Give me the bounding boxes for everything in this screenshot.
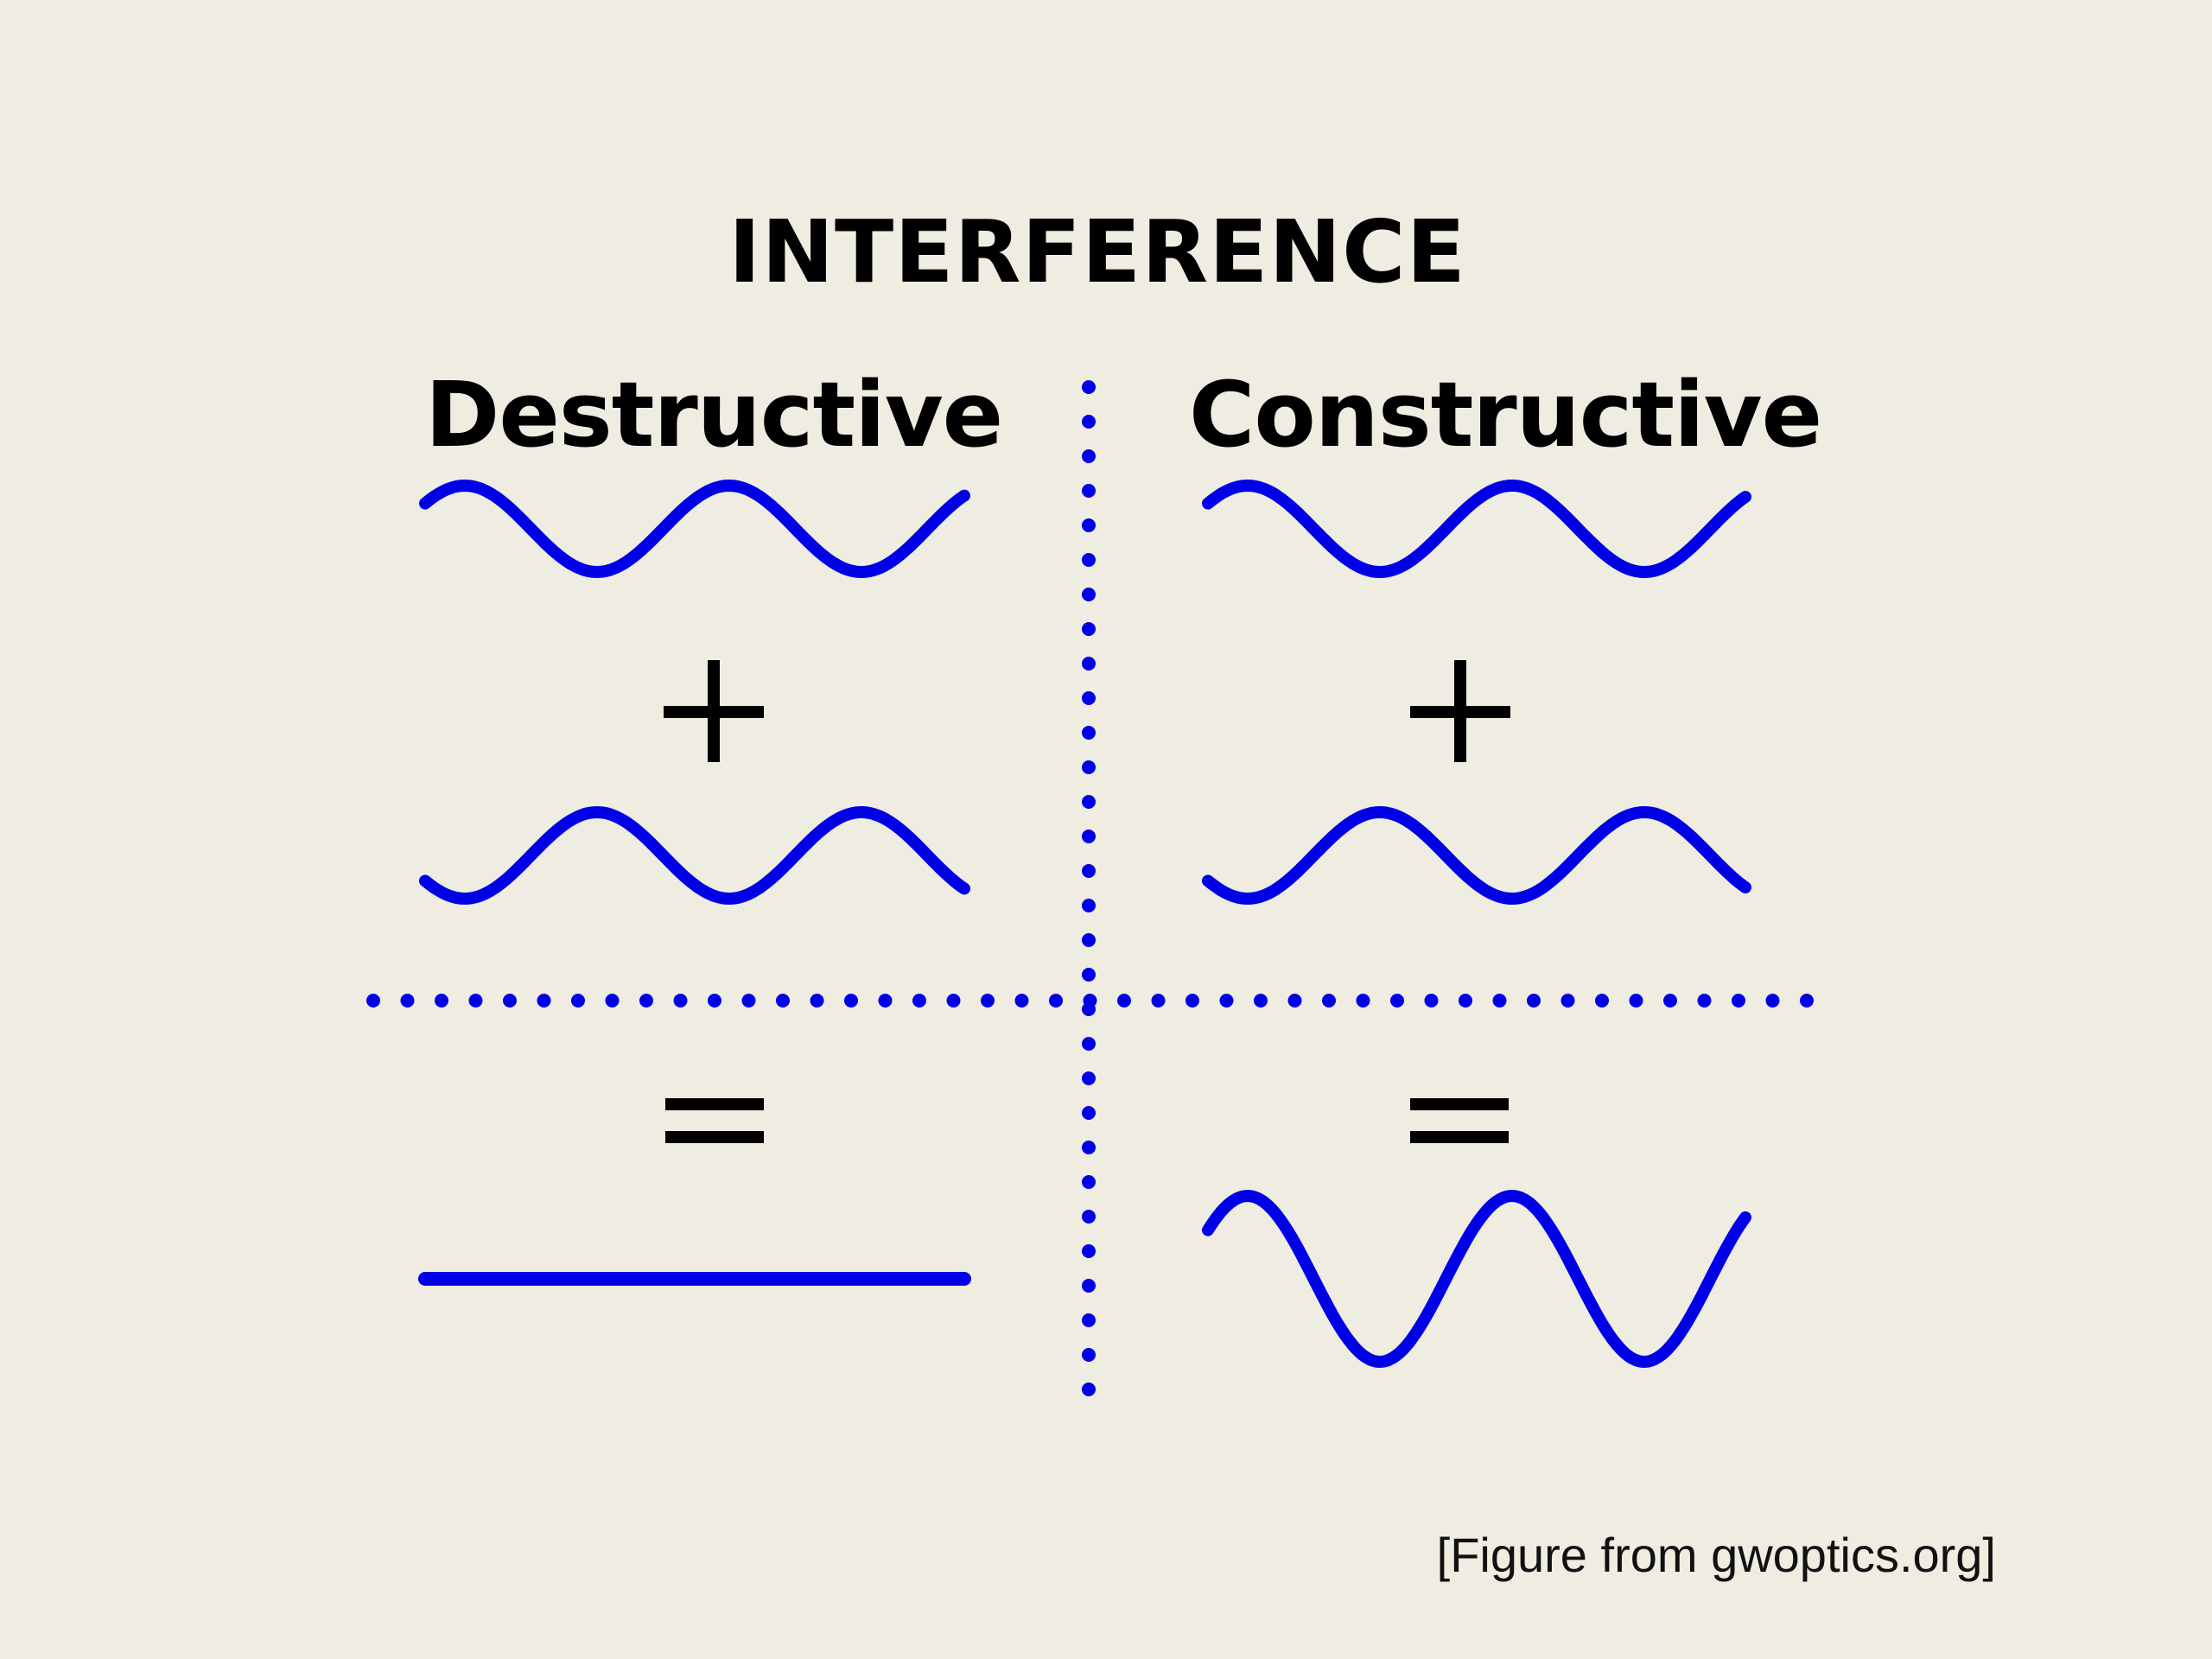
destructive-wave-1 [419,480,970,578]
constructive-result-wave [1202,1190,1751,1368]
destructive-equals-sign [665,1098,764,1143]
constructive-heading: Constructive [1189,362,1822,467]
destructive-wave-2 [419,806,970,905]
constructive-plus-sign [1410,660,1510,762]
destructive-heading: Destructive [425,362,1003,467]
constructive-equals-sign [1410,1098,1509,1143]
destructive-plus-sign [664,660,764,762]
constructive-wave-1 [1202,480,1751,578]
constructive-wave-2 [1202,806,1751,905]
diagram-title: INTERFERENCE [728,201,1466,302]
figure-caption: [Figure from gwoptics.org] [1436,1528,1996,1582]
